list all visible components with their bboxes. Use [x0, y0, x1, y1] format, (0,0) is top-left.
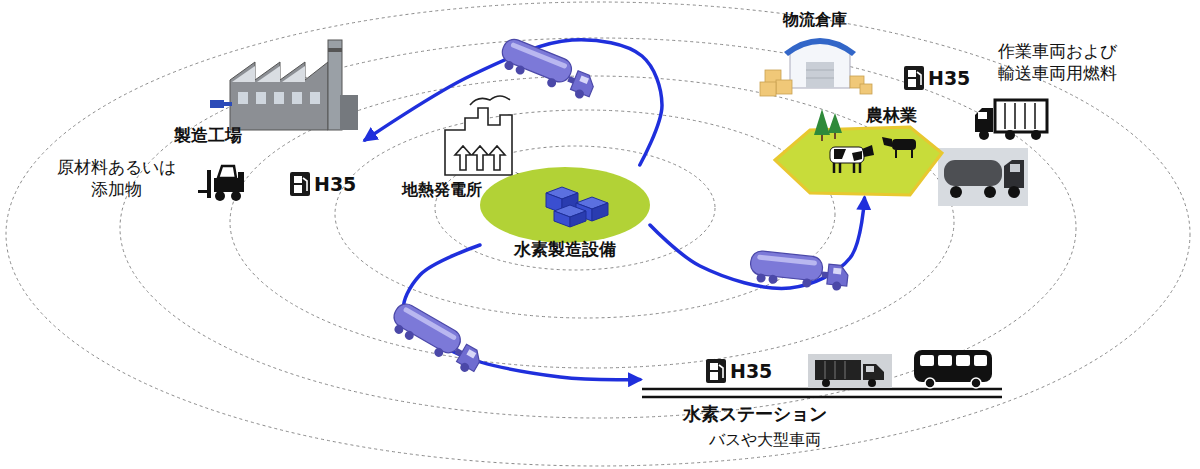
hydrogen-pump-icon [706, 359, 726, 383]
h35-label: H35 [314, 172, 356, 197]
tanker-truck [386, 300, 487, 376]
road [642, 389, 1002, 397]
hydrogen-station-node: 水素ステーションバスや大型車両 [640, 345, 1020, 460]
node-subtitle: バスや大型車両 [681, 430, 849, 450]
material-note: 原材料あるいは 添加物 [52, 156, 181, 200]
node-title: 物流倉庫 [751, 10, 879, 30]
factory-node: 製造工場 [168, 40, 365, 155]
node-title: 水素製造設備 [486, 239, 644, 260]
node-shape [770, 103, 945, 198]
tanker-truck-icon [938, 148, 1028, 206]
warehouse-node: 物流倉庫 [755, 6, 875, 100]
geothermal-label: 地熱発電所 [402, 180, 482, 201]
h35-label: H35 [730, 359, 772, 384]
agriculture-node: 農林業 [770, 103, 945, 198]
bus-icon [914, 350, 992, 388]
forklift-icon [198, 166, 244, 201]
hydrogen-pump-icon [290, 172, 310, 196]
h35-label: H35 [928, 66, 970, 91]
tanker-truck [749, 250, 850, 292]
delivery-arrow [403, 245, 640, 380]
hydrogen-plant-node: 水素製造設備 [480, 165, 650, 265]
node-title: 製造工場 [158, 125, 258, 146]
factory-icon [210, 40, 358, 130]
dashed-orbits [6, 2, 1190, 466]
fuel-note: 作業車両および 輸送車両用燃料 [988, 40, 1127, 84]
cargo-truck-icon [975, 100, 1047, 140]
hydrogen-pump-icon [904, 66, 924, 90]
node-title: 農林業 [851, 105, 931, 126]
warehouse-icon [760, 38, 872, 96]
tanker-truck [496, 36, 599, 102]
station-truck-icon [808, 354, 892, 388]
node-title: 水素ステーション [666, 403, 844, 426]
